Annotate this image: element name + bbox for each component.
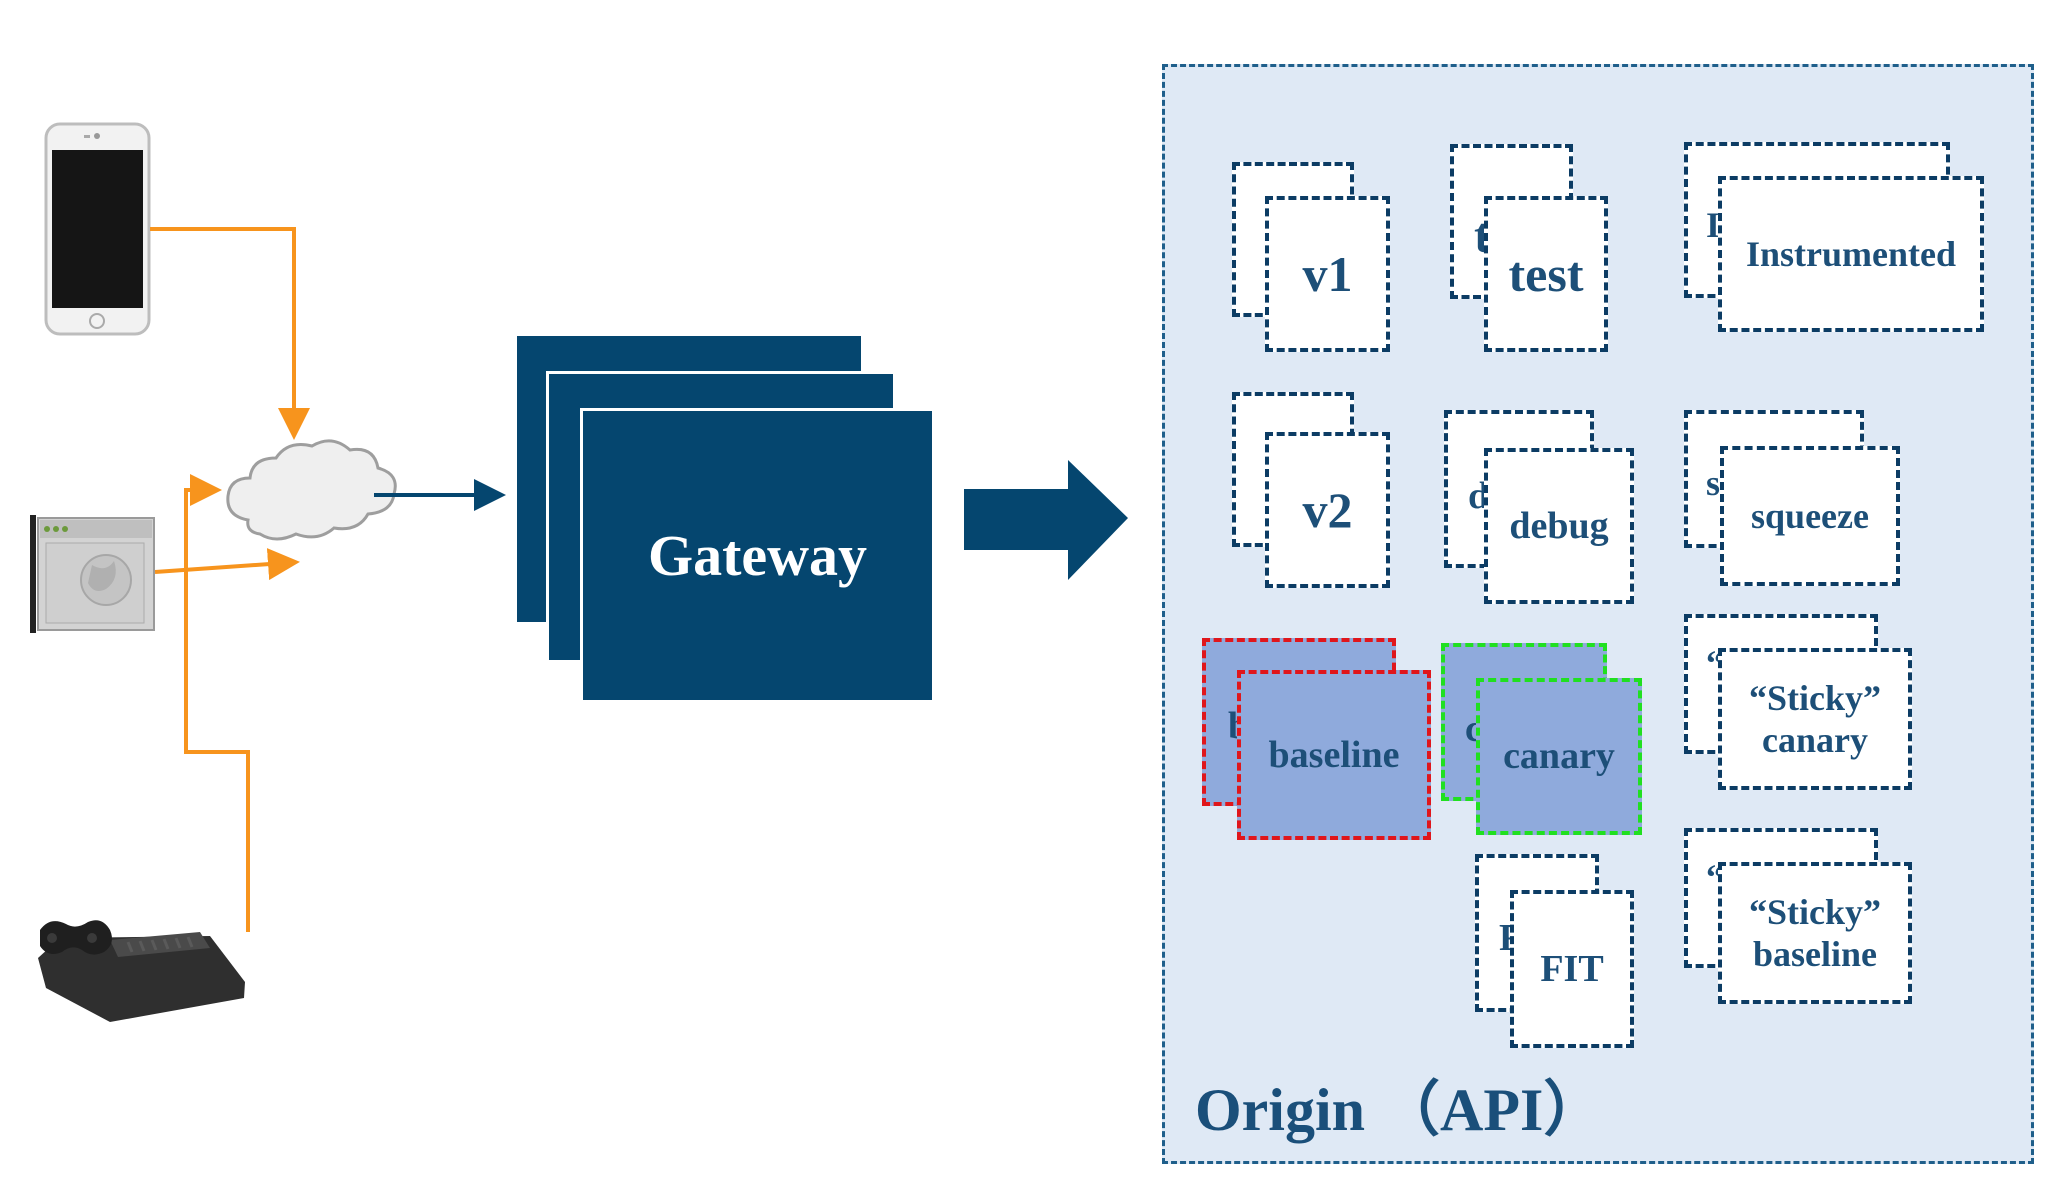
service-card-v1: v1 bbox=[1265, 196, 1390, 352]
service-label: debug bbox=[1509, 504, 1609, 547]
service-card-instrumented: Instrumented bbox=[1718, 176, 1984, 332]
service-card-v2: v2 bbox=[1265, 432, 1390, 588]
service-peek-label: d bbox=[1468, 475, 1490, 517]
service-label: “Sticky” canary bbox=[1748, 677, 1881, 760]
service-peek-label: I bbox=[1706, 205, 1721, 245]
service-label: baseline bbox=[1268, 733, 1400, 776]
browser-icon bbox=[30, 515, 155, 633]
service-card-squeeze: squeeze bbox=[1720, 446, 1900, 586]
service-label: test bbox=[1508, 245, 1584, 302]
service-label: v1 bbox=[1302, 245, 1353, 302]
service-card-fit: FIT bbox=[1510, 890, 1634, 1048]
service-label: Instrumented bbox=[1745, 233, 1956, 274]
console-connector bbox=[184, 474, 250, 932]
game-console-icon bbox=[38, 920, 245, 1022]
service-card-debug: debug bbox=[1484, 448, 1634, 604]
service-peek-label: s bbox=[1706, 463, 1721, 503]
service-card-sticky-canary: “Sticky” canary bbox=[1718, 648, 1912, 790]
gateway-to-origin-arrow bbox=[964, 460, 1128, 580]
service-card-test: test bbox=[1484, 196, 1608, 352]
phone-connector bbox=[150, 227, 310, 440]
service-card-baseline: baseline bbox=[1237, 670, 1431, 840]
service-label: “Sticky” baseline bbox=[1748, 891, 1881, 974]
smartphone-icon bbox=[44, 122, 151, 336]
browser-connector bbox=[154, 548, 300, 581]
service-label: squeeze bbox=[1751, 495, 1869, 536]
gateway-box: Gateway bbox=[580, 408, 935, 703]
service-card-sticky-baseline: “Sticky” baseline bbox=[1718, 862, 1912, 1004]
service-label: canary bbox=[1503, 735, 1615, 778]
cloud-icon bbox=[226, 439, 397, 541]
service-label: v2 bbox=[1302, 481, 1353, 538]
service-label: FIT bbox=[1540, 947, 1604, 990]
gateway-label: Gateway bbox=[647, 523, 868, 588]
service-card-canary: canary bbox=[1476, 678, 1642, 835]
origin-label: Origin （API） bbox=[1195, 1077, 1604, 1143]
